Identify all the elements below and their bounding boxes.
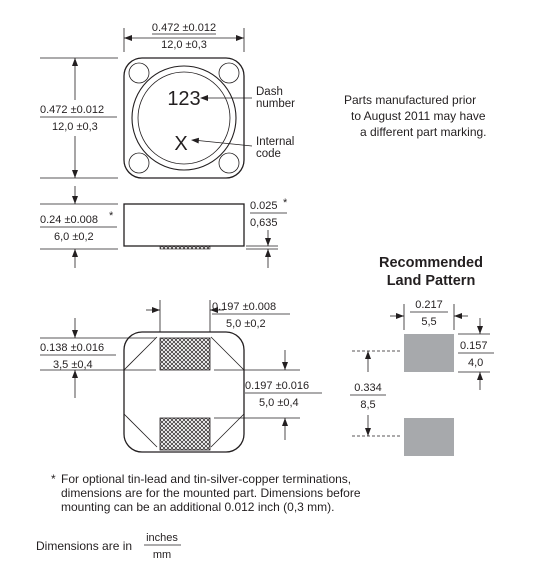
side-height-up-arrow-icon [72, 249, 78, 257]
side-height-star: * [109, 210, 114, 222]
footnote-line1: For optional tin-lead and tin-silver-cop… [61, 472, 351, 486]
internal-label-line1: Internal [256, 136, 294, 148]
pad-height-mm: 4,0 [468, 357, 483, 369]
land-pad-lower [404, 418, 454, 456]
bottom-view-body-outline [123, 331, 245, 453]
marking-note: Parts manufactured prior to August 2011 … [344, 93, 487, 139]
total-span-inches: 0.334 [354, 382, 382, 394]
total-span-mm: 8,5 [360, 399, 375, 411]
units-legend: Dimensions are in inches mm [36, 532, 181, 561]
land-pattern-title-line2: Land Pattern [387, 273, 476, 289]
core-outline [128, 62, 240, 174]
top-height-up-arrow-icon [72, 58, 78, 66]
top-height-mm: 12,0 ±0,3 [52, 121, 98, 133]
pad-width-right-arrow-icon [396, 313, 404, 319]
top-height-down-arrow-icon [72, 170, 78, 178]
top-view: 123 X Dash number Internal code 0.472 ±0… [40, 22, 295, 179]
terminal-width-mm: 5,0 ±0,2 [226, 318, 266, 330]
pad-height-up-arrow-icon [477, 372, 483, 380]
standoff-star: * [283, 197, 288, 209]
footnote-line2: dimensions are for the mounted part. Dim… [61, 486, 361, 500]
terminal-width-right-arrow-icon [152, 307, 160, 313]
terminal-height-mm: 3,5 ±0,4 [53, 359, 93, 371]
side-view-terminal [159, 245, 211, 250]
top-width-mm: 12,0 ±0,3 [161, 39, 207, 51]
units-prefix: Dimensions are in [36, 539, 132, 553]
footnote-star: * [51, 472, 56, 486]
pad-width-mm: 5,5 [421, 316, 436, 328]
bottom-terminal-upper [159, 337, 211, 371]
side-height-down-arrow-icon [72, 196, 78, 204]
side-view-body-outline [123, 203, 245, 247]
marking-note-line1: Parts manufactured prior [344, 93, 476, 107]
top-height-inches: 0.472 ±0.012 [40, 104, 104, 116]
footnote-line3: mounting can be an additional 0.012 inch… [61, 500, 335, 514]
top-width-right-arrow-icon [236, 35, 244, 41]
standoff-up-arrow-icon [265, 249, 271, 257]
standoff-down-arrow-icon [265, 238, 271, 246]
units-denominator: mm [153, 549, 171, 561]
pad-height-down-arrow-icon [477, 326, 483, 334]
terminal-width-left-arrow-icon [210, 307, 218, 313]
top-width-left-arrow-icon [124, 35, 132, 41]
terminal-gap-mm: 5,0 ±0,4 [259, 397, 299, 409]
internal-label-line2: code [256, 148, 281, 160]
land-pattern-title-line1: Recommended [379, 255, 483, 271]
total-span-down-arrow-icon [365, 428, 371, 436]
pad-height-inches: 0.157 [460, 340, 488, 352]
total-span-up-arrow-icon [365, 351, 371, 359]
terminal-height-up-arrow-icon [72, 370, 78, 378]
internal-code-leader-arrow-icon [191, 137, 199, 144]
dash-label-line2: number [256, 98, 295, 110]
internal-code-marking: X [174, 133, 187, 155]
terminal-gap-up-arrow-icon [282, 418, 288, 426]
dash-number-marking: 123 [167, 88, 200, 110]
side-height-inches: 0.24 ±0.008 [40, 214, 98, 226]
top-width-inches: 0.472 ±0.012 [152, 22, 216, 34]
footnote: * For optional tin-lead and tin-silver-c… [51, 472, 361, 514]
land-pattern: Recommended Land Pattern 0.217 5,5 0.157… [350, 255, 494, 456]
terminal-width-inches: 0.197 ±0.008 [212, 301, 276, 313]
terminal-height-down-arrow-icon [72, 330, 78, 338]
standoff-mm: 0,635 [250, 217, 278, 229]
units-numerator: inches [146, 532, 178, 544]
side-height-mm: 6,0 ±0,2 [54, 231, 94, 243]
terminal-height-inches: 0.138 ±0.016 [40, 342, 104, 354]
pad-width-inches: 0.217 [415, 299, 443, 311]
pad-width-left-arrow-icon [454, 313, 462, 319]
internal-code-leader [192, 139, 253, 147]
terminal-gap-inches: 0.197 ±0.016 [245, 380, 309, 392]
terminal-gap-down-arrow-icon [282, 362, 288, 370]
dash-number-leader-arrow-icon [200, 95, 208, 101]
side-view: 0.24 ±0.008 * 6,0 ±0,2 0.025 * 0,635 [40, 186, 288, 268]
marking-note-line3: a different part marking. [360, 125, 487, 139]
marking-note-line2: to August 2011 may have [351, 109, 486, 123]
bottom-terminal-lower [159, 417, 211, 451]
dash-label-line1: Dash [256, 86, 283, 98]
standoff-inches: 0.025 [250, 200, 278, 212]
land-pad-upper [404, 334, 454, 372]
bottom-view: 0.197 ±0.008 5,0 ±0,2 0.138 ±0.016 3,5 ±… [40, 300, 322, 453]
